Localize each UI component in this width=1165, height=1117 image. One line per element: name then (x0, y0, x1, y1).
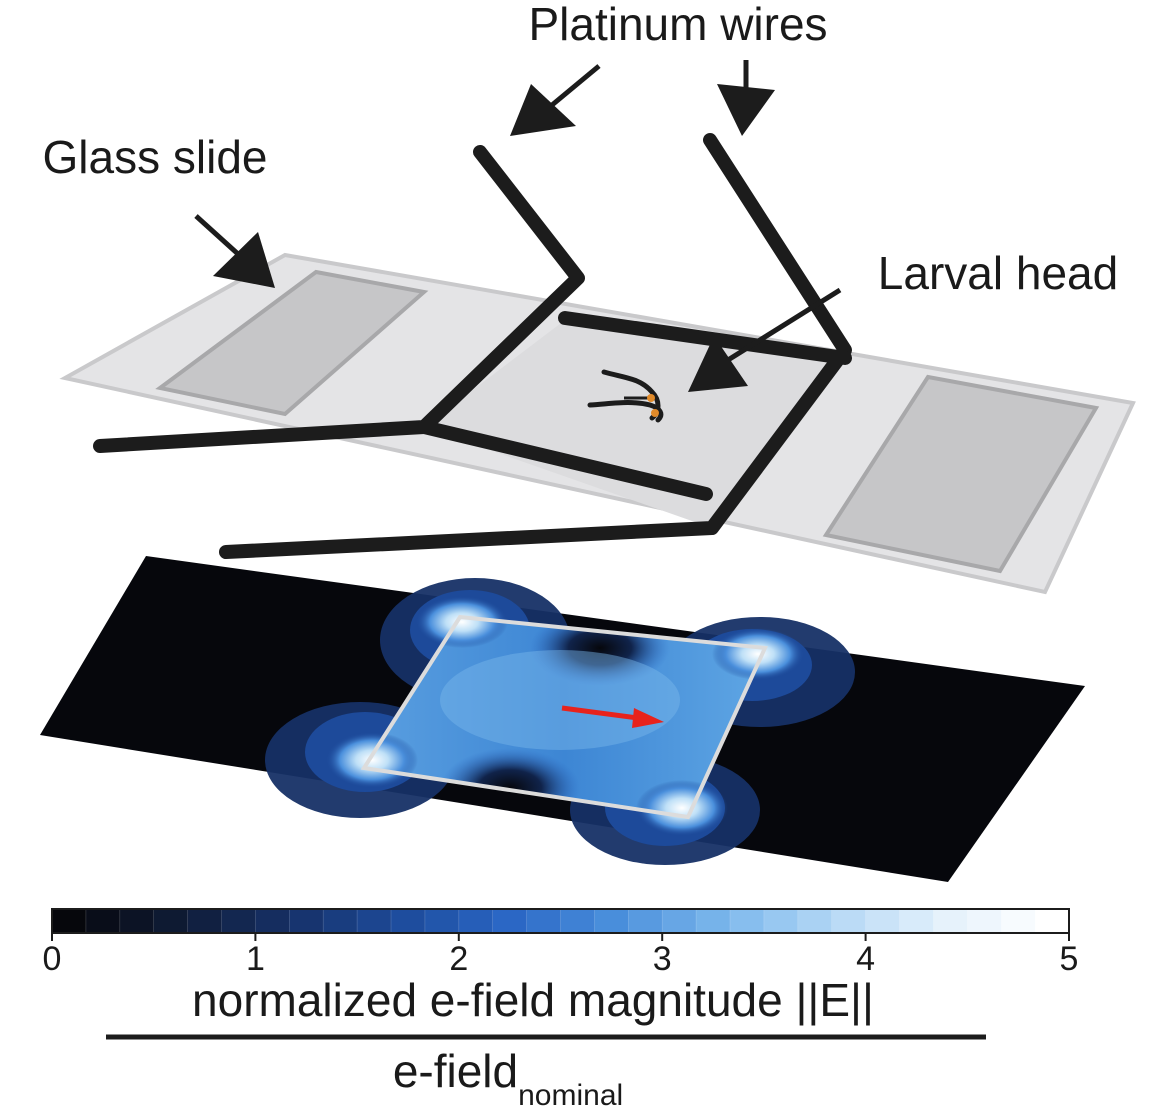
colorbar-segment (458, 908, 494, 934)
colorbar-segment (1000, 908, 1037, 934)
colorbar-segment (797, 908, 833, 934)
colorbar-tick-label: 2 (449, 940, 468, 978)
field-direction-arrow (561, 705, 664, 728)
platinum-wires-label: Platinum wires (528, 0, 827, 50)
larval-head-arrow (688, 287, 842, 392)
colorbar-segment (865, 908, 901, 934)
slide-left-pad (155, 269, 429, 417)
slide-right-pad (822, 374, 1100, 574)
colorbar-tick-label: 0 (43, 940, 62, 978)
colorbar-segment (729, 908, 765, 934)
glass-slide-label: Glass slide (43, 131, 268, 183)
colorbar-segment (695, 908, 731, 934)
colorbar-label-denominator: e-fieldnominal (393, 1045, 623, 1112)
colorbar-ticks: 0 1 2 3 4 5 (43, 933, 1079, 978)
colorbar-segment (627, 908, 664, 934)
colorbar-segment (221, 908, 257, 934)
glass-slide (59, 252, 1136, 595)
efield-chamber-outline (360, 614, 768, 820)
colorbar-segment (255, 908, 291, 934)
colorbar-segment (831, 908, 867, 934)
colorbar-segment (526, 908, 562, 934)
denominator-sub: nominal (518, 1079, 623, 1112)
colorbar-segment (763, 908, 799, 934)
wire-right-upper (558, 311, 852, 365)
colorbar-segment (51, 908, 87, 934)
colorbar-segment (899, 908, 935, 934)
colorbar-segment (661, 908, 698, 934)
colorbar-segment (424, 908, 460, 934)
colorbar-tick-label: 5 (1060, 940, 1079, 978)
colorbar-segment (560, 908, 596, 934)
glass-slide-arrow (194, 214, 275, 288)
colorbar-segment (356, 908, 392, 934)
colorbar-segment (187, 908, 223, 934)
colorbar-tick-label: 3 (653, 940, 672, 978)
colorbar-segment (390, 908, 426, 934)
colorbar-segment (85, 908, 121, 934)
colorbar-segment (492, 908, 528, 934)
colorbar: 0 1 2 3 4 5 normalized e-field magnitude ||E|… (43, 908, 1079, 1112)
denominator-main: e-field (393, 1045, 518, 1097)
larval-head-specimen (587, 369, 664, 423)
wire-left (93, 145, 585, 453)
colorbar-tick-label: 1 (246, 940, 265, 978)
colorbar-segments (51, 908, 1070, 934)
colorbar-segment (288, 908, 325, 934)
wire-right (219, 133, 852, 559)
colorbar-segment (153, 908, 189, 934)
colorbar-segment (1034, 908, 1070, 934)
colorbar-segment (594, 908, 630, 934)
colorbar-segment (322, 908, 359, 934)
larval-head-label: Larval head (878, 247, 1118, 299)
colorbar-label-numerator: normalized e-field magnitude ||E|| (192, 974, 874, 1026)
colorbar-segment (966, 908, 1003, 934)
wire-left-lower (417, 420, 713, 501)
colorbar-segment (119, 908, 155, 934)
colorbar-frame (51, 908, 1070, 934)
platinum-wires-arrows (510, 60, 775, 136)
platinum-wires (93, 133, 852, 559)
colorbar-tick-label: 4 (856, 940, 875, 978)
efield-map (40, 556, 1085, 882)
colorbar-segment (933, 908, 969, 934)
slide-center-chamber (424, 320, 845, 528)
